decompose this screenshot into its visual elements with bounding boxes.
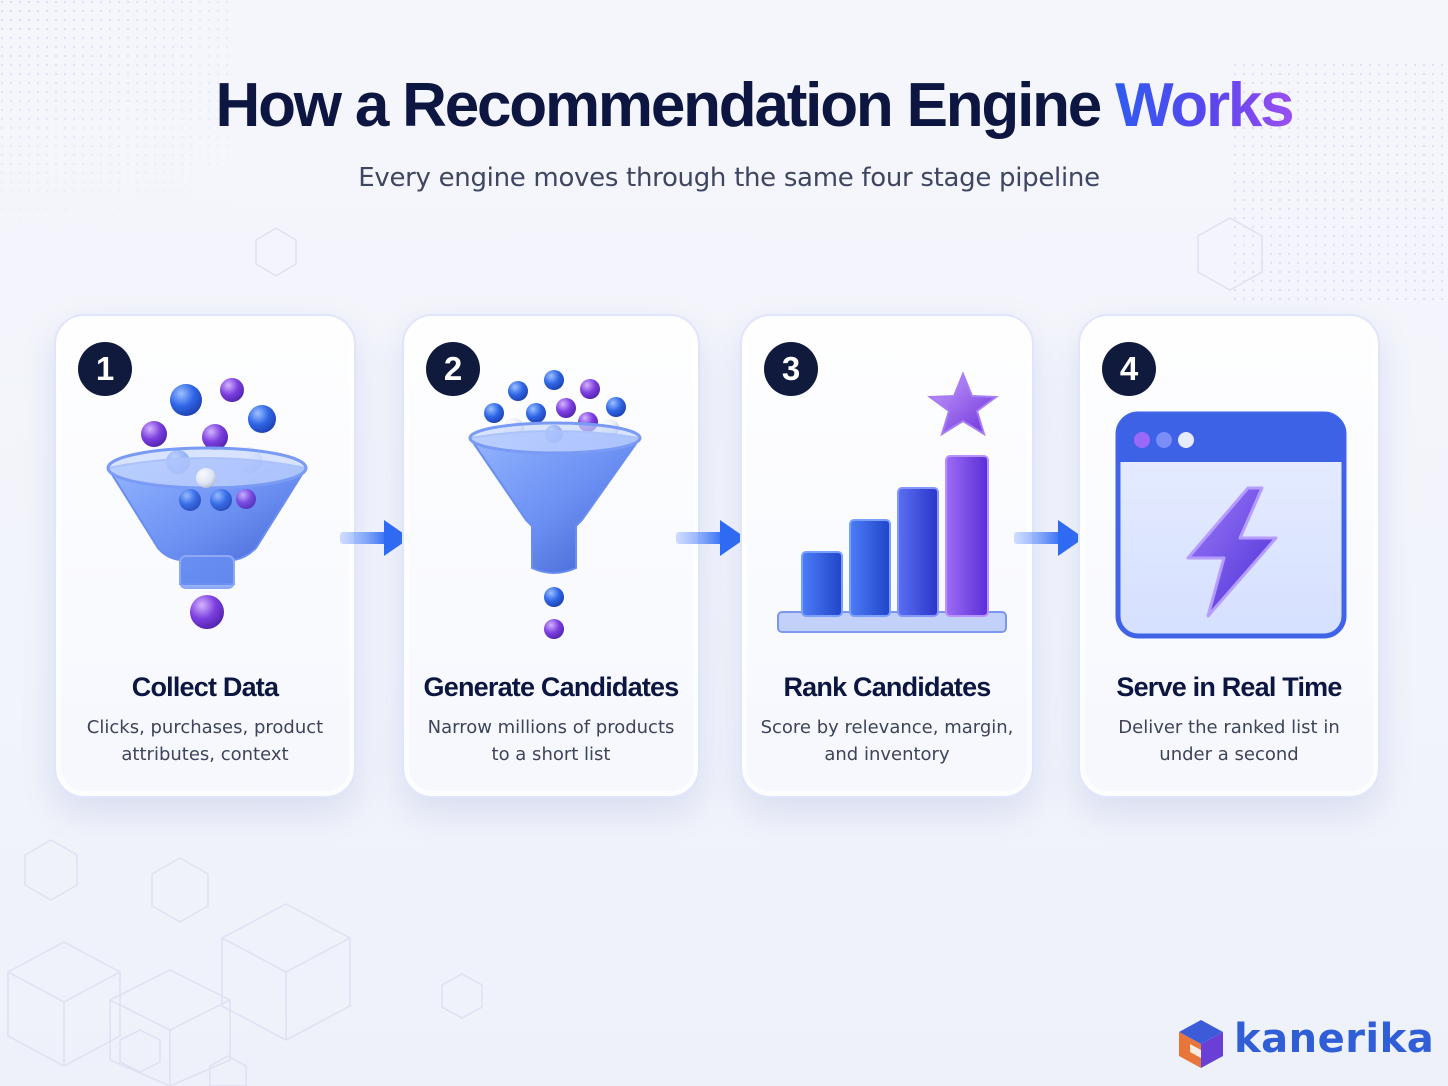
step-title: Serve in Real Time [1116,672,1342,702]
funnel-filter-icon [468,370,642,639]
step-description-line: Score by relevance, margin, [760,717,1014,738]
step-description: Deliver the ranked list in under a secon… [1098,714,1360,768]
step-title: Generate Candidates [423,672,680,702]
step-description: Score by relevance, margin, and inventor… [760,714,1014,768]
title-main: How a Recommendation Engine [215,71,1103,140]
funnel-data-icon [106,378,308,629]
step-title: Rank Candidates [783,672,991,702]
step-number-badge: 4 [1102,342,1156,396]
page-title: How a Recommendation Engine Works [0,70,1448,141]
arrow-right-icon [340,520,410,556]
step-number-badge: 1 [78,342,132,396]
step-description-line: attributes, context [121,744,289,765]
arrow-right-icon [676,520,746,556]
step-description-line: Narrow millions of products [427,717,675,738]
step-number-badge: 2 [426,342,480,396]
step-description: Narrow millions of products to a short l… [422,714,680,768]
step-description-line: under a second [1159,744,1299,765]
arrow-right-icon [1014,520,1084,556]
step-description-line: Deliver the ranked list in [1118,717,1340,738]
browser-lightning-icon [1115,411,1347,639]
step-card-rank-candidates: 3 Rank Candidates Score by relevance, ma… [740,314,1034,798]
step-card-generate-candidates: 2 Generate Candidates Narrow millions of… [402,314,700,798]
step-title: Collect Data [131,672,279,702]
title-accent: Works [1115,71,1295,140]
page-subtitle: Every engine moves through the same four… [358,163,1100,193]
step-description-line: to a short list [491,744,611,765]
cube-logo-icon [1179,1020,1223,1068]
step-card-collect-data: 1 Collect Data Clicks, purchases, produc… [54,314,356,798]
step-description-line: and inventory [824,744,950,765]
step-number-badge: 3 [764,342,818,396]
bar-chart-star-icon [777,371,1007,633]
step-card-serve-real-time: 4 Serve in Real Time Deliver the ranked … [1078,314,1380,798]
step-description: Clicks, purchases, product attributes, c… [74,714,336,768]
brand-name: kanerika [1234,1016,1435,1062]
step-description-line: Clicks, purchases, product [86,717,324,738]
